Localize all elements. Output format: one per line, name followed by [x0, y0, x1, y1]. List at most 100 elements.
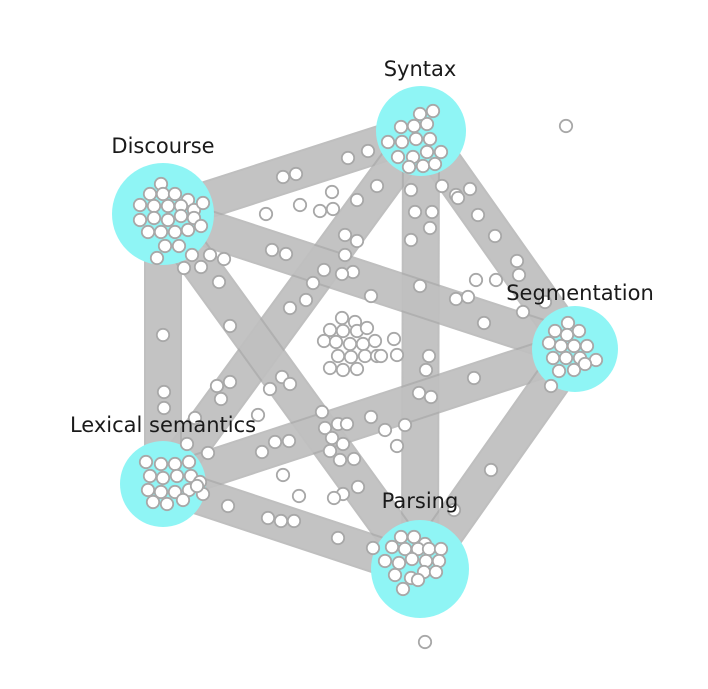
- member-dot: [330, 530, 346, 546]
- member-dot: [184, 247, 200, 263]
- member-dot: [433, 541, 449, 557]
- member-dot: [407, 204, 423, 220]
- member-dot: [157, 238, 173, 254]
- member-dot: [138, 454, 154, 470]
- member-dot: [350, 479, 366, 495]
- member-dot: [173, 208, 189, 224]
- member-dot: [425, 103, 441, 119]
- member-dot: [258, 206, 274, 222]
- member-dot: [305, 275, 321, 291]
- member-dot: [412, 278, 428, 294]
- member-dot: [537, 294, 553, 310]
- member-dot: [363, 409, 379, 425]
- member-dot: [394, 134, 410, 150]
- member-dot: [216, 251, 232, 267]
- member-dot: [342, 336, 358, 352]
- member-dot: [545, 350, 561, 366]
- member-dot: [551, 363, 567, 379]
- member-dots: [132, 103, 604, 650]
- member-dot: [156, 400, 172, 416]
- member-dot: [403, 182, 419, 198]
- member-dot: [142, 468, 158, 484]
- member-dot: [419, 116, 435, 132]
- member-dot: [427, 156, 443, 172]
- label-syntax: Syntax: [384, 57, 457, 81]
- cluster-discourse[interactable]: [112, 163, 214, 265]
- member-dot: [316, 262, 332, 278]
- member-dot: [278, 246, 294, 262]
- member-dot: [415, 158, 431, 174]
- member-dot: [577, 356, 593, 372]
- member-dot: [155, 327, 171, 343]
- link-syntax-parsing: [403, 114, 438, 586]
- member-dot: [377, 553, 393, 569]
- member-dot: [390, 149, 406, 165]
- member-dot: [211, 274, 227, 290]
- member-dot: [140, 482, 156, 498]
- member-dot: [153, 224, 169, 240]
- member-dot: [142, 186, 158, 202]
- member-dot: [282, 300, 298, 316]
- member-dot: [187, 410, 203, 426]
- member-dot: [195, 195, 211, 211]
- member-dot: [349, 361, 365, 377]
- member-dot: [339, 416, 355, 432]
- member-dot: [292, 197, 308, 213]
- member-dot: [250, 407, 266, 423]
- member-dot: [335, 323, 351, 339]
- member-dot: [384, 539, 400, 555]
- member-dot: [153, 484, 169, 500]
- member-dot: [373, 348, 389, 364]
- member-dot: [160, 212, 176, 228]
- member-dot: [403, 232, 419, 248]
- member-dot: [558, 350, 574, 366]
- member-dot: [132, 197, 148, 213]
- member-dot: [281, 433, 297, 449]
- member-dot: [260, 510, 276, 526]
- member-dot: [209, 378, 225, 394]
- member-dot: [322, 443, 338, 459]
- member-dot: [547, 323, 563, 339]
- member-dot: [419, 144, 435, 160]
- member-dot: [335, 436, 351, 452]
- member-dot: [149, 250, 165, 266]
- member-dot: [317, 420, 333, 436]
- member-dot: [389, 438, 405, 454]
- member-dot: [273, 513, 289, 529]
- member-dot: [346, 451, 362, 467]
- member-dot: [483, 462, 499, 478]
- member-dot: [167, 224, 183, 240]
- member-dot: [417, 634, 433, 650]
- member-dot: [146, 210, 162, 226]
- member-dot: [566, 338, 582, 354]
- member-dot: [324, 184, 340, 200]
- member-dot: [468, 272, 484, 288]
- member-dot: [330, 348, 346, 364]
- member-dot: [175, 492, 191, 508]
- member-dot: [515, 304, 531, 320]
- member-dot: [167, 186, 183, 202]
- member-dot: [543, 378, 559, 394]
- member-dot: [340, 150, 356, 166]
- member-dot: [181, 454, 197, 470]
- member-dot: [200, 445, 216, 461]
- member-dot: [213, 391, 229, 407]
- member-dot: [579, 338, 595, 354]
- member-dot: [476, 315, 492, 331]
- member-dot: [511, 267, 527, 283]
- member-dot: [202, 247, 218, 263]
- member-dot: [282, 376, 298, 392]
- link-discourse-parsing: [146, 197, 437, 586]
- member-dot: [267, 434, 283, 450]
- member-dot: [406, 529, 422, 545]
- member-dot: [160, 198, 176, 214]
- member-dot: [275, 169, 291, 185]
- member-dot: [571, 323, 587, 339]
- member-dot: [193, 259, 209, 275]
- member-dot: [360, 143, 376, 159]
- member-dot: [264, 242, 280, 258]
- member-dot: [363, 288, 379, 304]
- member-dot: [418, 362, 434, 378]
